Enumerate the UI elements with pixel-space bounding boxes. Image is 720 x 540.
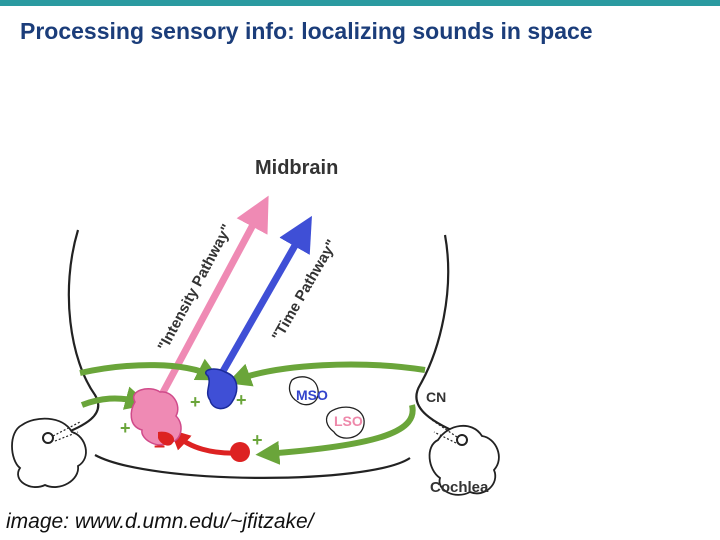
excitatory-projection-right: [226, 361, 426, 387]
excitatory-projection-top: [79, 358, 221, 381]
midbrain-label: Midbrain: [255, 157, 338, 179]
plus-sign-3: +: [120, 418, 131, 438]
lso-label: LSO: [334, 413, 363, 429]
brainstem-outline: [49, 229, 463, 479]
cochlea-label: Cochlea: [430, 479, 489, 496]
cn-label: CN: [426, 389, 446, 405]
minus-sign: –: [154, 435, 165, 457]
slide-title: Processing sensory info: localizing soun…: [20, 18, 593, 44]
inhibitory-projection: [170, 429, 239, 456]
right-mso-outline: [288, 376, 319, 406]
plus-sign-2: +: [236, 390, 247, 410]
left-cochlea: [11, 417, 87, 488]
plus-sign-1: +: [190, 392, 201, 412]
right-cochlea: [428, 419, 500, 496]
left-mso-nucleus: [205, 368, 238, 410]
image-credit-caption: image: www.d.umn.edu/~jfitzake/: [6, 510, 314, 533]
time-pathway-arrow: [214, 215, 312, 382]
top-accent-bar: [0, 0, 720, 6]
excitatory-projection-left: [80, 386, 150, 410]
excitatory-projection-bottom: [255, 404, 416, 465]
right-lso-outline: [325, 406, 365, 439]
plus-sign-4: +: [252, 430, 263, 450]
mso-label: MSO: [296, 387, 328, 403]
auditory-brainstem-diagram: Midbrain "Intensity Pathway" "Time Pathw…: [0, 140, 520, 510]
mntb-nucleus: [230, 442, 250, 462]
time-pathway-label: "Time Pathway": [269, 237, 341, 344]
left-lso-nucleus: [130, 388, 182, 446]
